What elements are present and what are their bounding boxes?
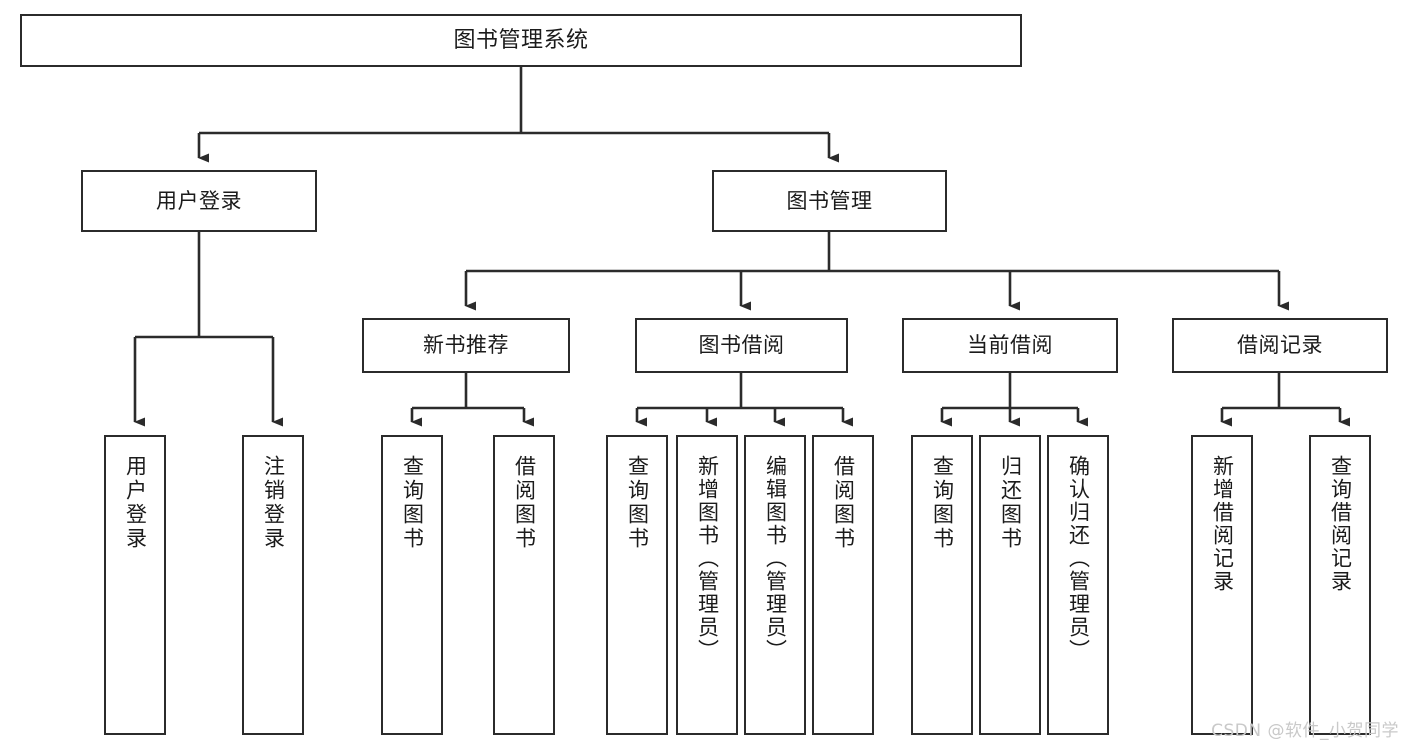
node-label: 图书管理系统 [453, 27, 589, 53]
watermark-csdn: CSDN @软件_小贺同学 [1211, 721, 1399, 741]
node-borrow-record[interactable]: 借阅记录 [1172, 318, 1388, 373]
node-label: 查询图书 [625, 455, 650, 551]
node-label: 图书管理 [786, 188, 873, 213]
node-root-book-management-system[interactable]: 图书管理系统 [20, 14, 1022, 67]
node-user-login[interactable]: 用户登录 [81, 170, 317, 232]
leaf-current-query-book[interactable]: 查询图书 [911, 435, 973, 735]
node-label: 新书推荐 [423, 333, 509, 358]
leaf-record-query-borrow-record[interactable]: 查询借阅记录 [1309, 435, 1371, 735]
leaf-borrow-borrow-book[interactable]: 借阅图书 [812, 435, 874, 735]
leaf-recommend-query-book[interactable]: 查询图书 [381, 435, 443, 735]
leaf-borrow-add-book-admin[interactable]: 新增图书（管理员） [676, 435, 738, 735]
node-label: 归还图书 [998, 455, 1023, 551]
node-label: 编辑图书（管理员） [763, 455, 788, 662]
leaf-borrow-edit-book-admin[interactable]: 编辑图书（管理员） [744, 435, 806, 735]
node-label: 借阅图书 [831, 455, 856, 551]
node-label: 查询借阅记录 [1328, 455, 1353, 593]
leaf-user-login-login[interactable]: 用户登录 [104, 435, 166, 735]
node-label: 借阅图书 [512, 455, 537, 551]
node-label: 确认归还（管理员） [1066, 455, 1091, 662]
node-label: 当前借阅 [967, 333, 1053, 358]
node-label: 新增图书（管理员） [695, 455, 720, 662]
node-label: 注销登录 [261, 455, 286, 551]
leaf-record-add-borrow-record[interactable]: 新增借阅记录 [1191, 435, 1253, 735]
node-label: 查询图书 [400, 455, 425, 551]
leaf-recommend-borrow-book[interactable]: 借阅图书 [493, 435, 555, 735]
leaf-current-return-book[interactable]: 归还图书 [979, 435, 1041, 735]
leaf-user-login-logout[interactable]: 注销登录 [242, 435, 304, 735]
node-book-borrow[interactable]: 图书借阅 [635, 318, 848, 373]
node-label: 查询图书 [930, 455, 955, 551]
node-current-borrow[interactable]: 当前借阅 [902, 318, 1118, 373]
node-label: 用户登录 [156, 188, 242, 213]
node-label: 新增借阅记录 [1210, 455, 1235, 593]
node-label: 图书借阅 [698, 333, 785, 358]
node-book-management[interactable]: 图书管理 [712, 170, 947, 232]
node-label: 借阅记录 [1237, 333, 1323, 358]
node-label: 用户登录 [123, 455, 148, 551]
node-new-book-recommend[interactable]: 新书推荐 [362, 318, 570, 373]
leaf-borrow-query-book[interactable]: 查询图书 [606, 435, 668, 735]
leaf-current-confirm-return-admin[interactable]: 确认归还（管理员） [1047, 435, 1109, 735]
